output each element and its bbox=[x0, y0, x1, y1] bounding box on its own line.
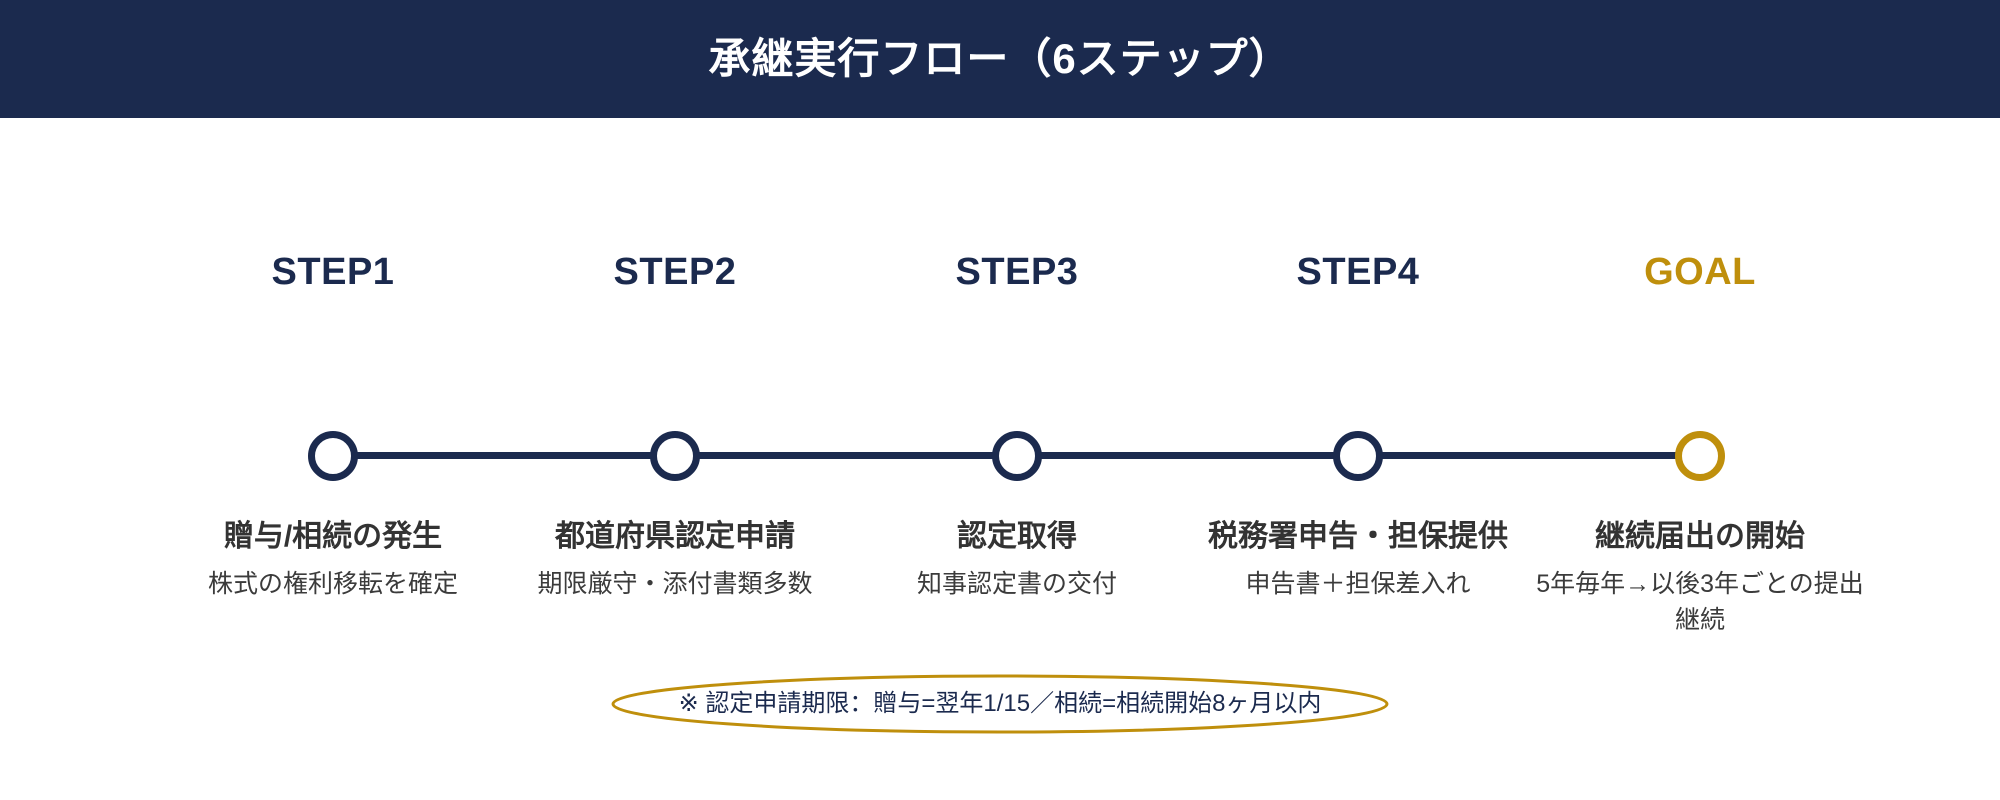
step-node-wrap-4 bbox=[1187, 431, 1529, 487]
step-title-1: 贈与/相続の発生 bbox=[223, 520, 443, 553]
step-node-circle-icon-3 bbox=[992, 431, 1042, 481]
footnote: ※ 認定申請期限：贈与=翌年1/15／相続=相続開始8ヶ月以内 bbox=[610, 673, 1390, 735]
step-desc-3: 知事認定書の交付 bbox=[916, 570, 1117, 598]
step-node-wrap-2 bbox=[504, 431, 846, 487]
step-node-wrap-goal bbox=[1529, 431, 1871, 487]
step-kicker-2: STEP2 bbox=[613, 251, 737, 293]
step-desc-4: 申告書＋担保差入れ bbox=[1245, 570, 1471, 598]
step-node-wrap-1 bbox=[162, 431, 504, 487]
step-desc-2: 期限厳守・添付書類多数 bbox=[537, 570, 813, 598]
step-kicker-3: STEP3 bbox=[955, 251, 1079, 293]
step-kicker-4: STEP4 bbox=[1296, 251, 1420, 293]
process-flow: STEP1 贈与/相続の発生 株式の権利移転を確定 STEP2 都道府県認定申請… bbox=[0, 118, 2000, 800]
step-node-circle-icon-goal bbox=[1675, 431, 1725, 481]
step-title-2: 都道府県認定申請 bbox=[555, 520, 795, 553]
step-title-goal: 継続届出の開始 bbox=[1595, 520, 1805, 553]
step-desc-1: 株式の権利移転を確定 bbox=[207, 570, 458, 598]
header-bar: 承継実行フロー（6ステップ） bbox=[0, 0, 2000, 118]
step-title-4: 税務署申告・担保提供 bbox=[1208, 520, 1508, 553]
step-kicker-goal: GOAL bbox=[1644, 251, 1756, 293]
step-node-circle-icon-4 bbox=[1333, 431, 1383, 481]
step-kicker-1: STEP1 bbox=[271, 251, 395, 293]
step-node-circle-icon-2 bbox=[650, 431, 700, 481]
footnote-ellipse-outline-icon bbox=[611, 674, 1389, 734]
page-title: 承継実行フロー（6ステップ） bbox=[708, 35, 1292, 82]
step-desc-goal: 5年毎年→以後3年ごとの提出継続 bbox=[1536, 570, 1864, 635]
step-node-circle-icon-1 bbox=[308, 431, 358, 481]
step-title-3: 認定取得 bbox=[957, 520, 1077, 553]
footnote-text: ※ 認定申請期限：贈与=翌年1/15／相続=相続開始8ヶ月以内 bbox=[678, 690, 1322, 717]
step-node-wrap-3 bbox=[846, 431, 1188, 487]
